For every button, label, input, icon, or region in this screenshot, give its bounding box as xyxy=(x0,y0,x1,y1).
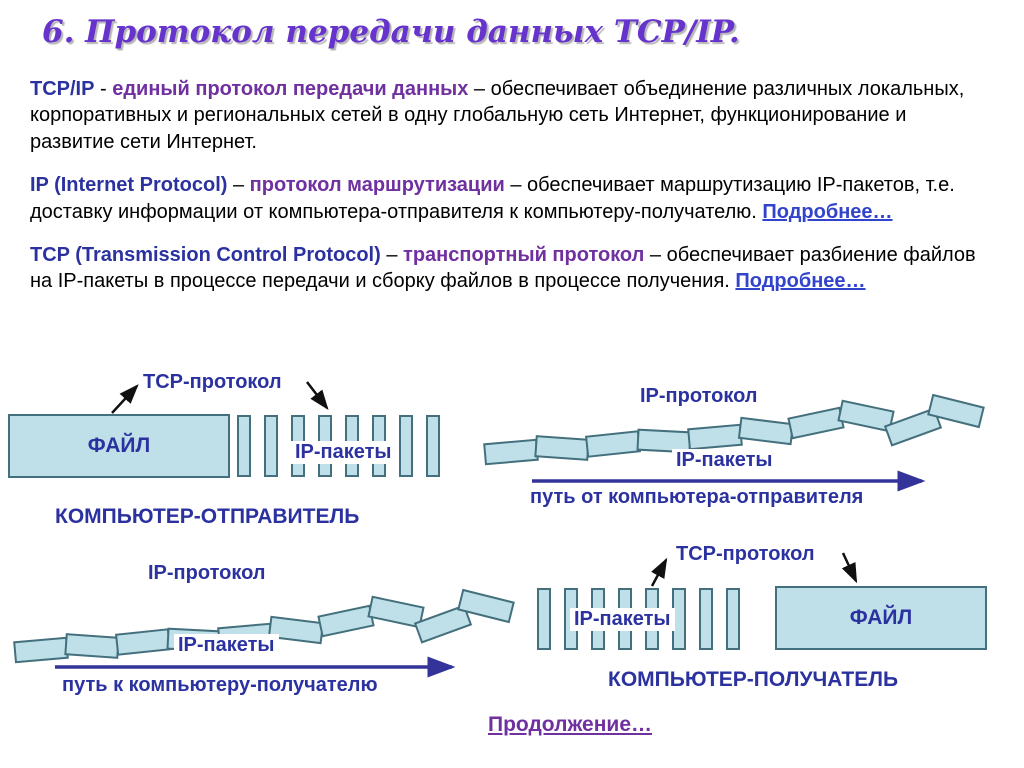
outbound-path-label: путь от компьютера-отправителя xyxy=(530,486,864,508)
more-link-ip[interactable]: Подробнее… xyxy=(762,200,893,223)
ip-packet-bar xyxy=(726,588,740,650)
term-routing-protocol: протокол маршрутизации xyxy=(249,174,505,197)
page-title: 6. Протокол передачи данных TCP/IP. xyxy=(42,14,740,50)
outbound-ip-label: IP-протокол xyxy=(640,385,758,407)
term-ip-protocol: IP (Internet Protocol) xyxy=(30,174,228,197)
inbound-ip-label: IP-протокол xyxy=(148,562,266,584)
sender-file-box: ФАЙЛ xyxy=(8,414,230,478)
term-unified-protocol: единый протокол передачи данных xyxy=(112,78,469,100)
ip-packet-bar xyxy=(264,415,278,477)
inbound-path-label: путь к компьютеру-получателю xyxy=(62,674,378,696)
paragraph-tcp: TCP (Transmission Control Protocol) – тр… xyxy=(30,242,982,295)
more-link-tcp[interactable]: Подробнее… xyxy=(735,270,866,293)
receiver-tcp-label: TCP-протокол xyxy=(676,543,815,565)
receiver-computer-label: КОМПЬЮТЕР-ПОЛУЧАТЕЛЬ xyxy=(608,668,899,691)
paragraph-body: – обеспечивает объединение различных лок… xyxy=(30,78,965,153)
term-tcpip: TCP/IP xyxy=(30,78,95,100)
sender-computer-label: КОМПЬЮТЕР-ОТПРАВИТЕЛЬ xyxy=(55,505,360,528)
ip-packet-bar xyxy=(537,588,551,650)
paragraph-body: – обеспечивает разбиение файлов на IP-па… xyxy=(30,243,976,293)
ip-packet-bar xyxy=(426,415,440,477)
separator: – xyxy=(227,174,250,197)
ip-packet-bar xyxy=(237,415,251,477)
paragraph-tcpip: TCP/IP - единый протокол передачи данных… xyxy=(30,76,982,155)
paragraph-ip: IP (Internet Protocol) – протокол маршру… xyxy=(30,172,982,225)
sender-packets-label: IP-пакеты xyxy=(291,441,396,464)
inbound-packets-label: IP-пакеты xyxy=(174,634,279,657)
intro-text: TCP/IP - единый протокол передачи данных… xyxy=(30,76,982,312)
ip-packet-bar xyxy=(699,588,713,650)
sender-file-label: ФАЙЛ xyxy=(87,434,151,457)
separator: - xyxy=(94,78,113,100)
separator: – xyxy=(380,243,404,266)
continue-link[interactable]: Продолжение… xyxy=(488,713,653,736)
paragraph-body: – обеспечивает маршрутизацию IP-пакетов,… xyxy=(30,174,955,223)
ip-packet-bar xyxy=(399,415,413,477)
receiver-file-box: ФАЙЛ xyxy=(775,586,987,650)
receiver-file-label: ФАЙЛ xyxy=(849,606,913,629)
outbound-packets-label: IP-пакеты xyxy=(672,449,777,472)
term-tcp-protocol: TCP (Transmission Control Protocol) xyxy=(30,243,381,266)
sender-tcp-label: TCP-протокол xyxy=(143,371,282,393)
term-transport-protocol: транспортный протокол xyxy=(403,243,645,266)
receiver-packets-label: IP-пакеты xyxy=(570,608,675,631)
